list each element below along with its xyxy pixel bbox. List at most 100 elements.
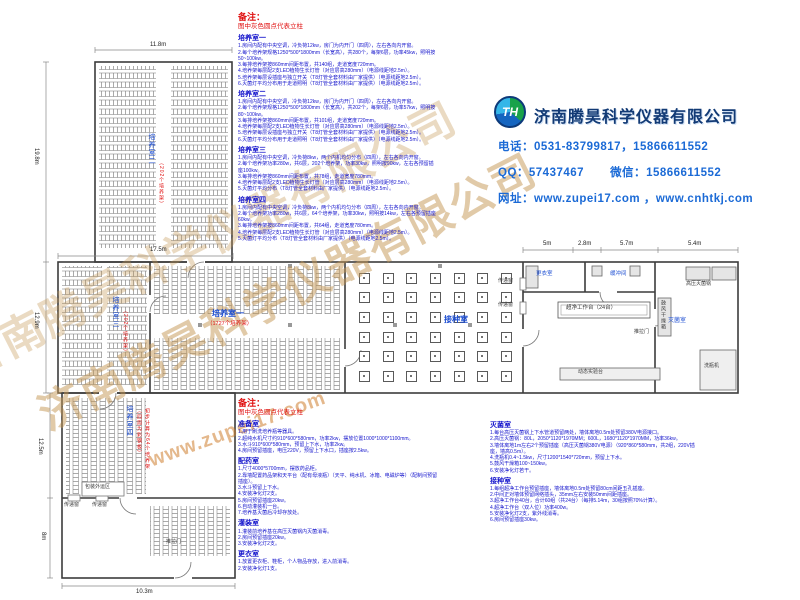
- note-line: 1.灌装前培养基在高压灭菌锅内灭菌消毒。: [238, 528, 333, 535]
- notes-bottom-block: 备注： 图中灰色圆点代表立柱 准备室 1.用于刷洗培养瓶等器具。2.超纯水机尺寸…: [238, 398, 438, 572]
- note-line: 3.安装净化灯2支。: [238, 541, 280, 548]
- dim-bottom-h1: 12.5m: [37, 438, 43, 455]
- company-block: TH 济南腾昊科学仪器有限公司 电话：0531-83799817，1586661…: [494, 90, 794, 210]
- section-lines: 1.放置更衣柜、鞋柜，个人物品存放，进入前消毒。2.安装净化灯1支。: [238, 559, 438, 572]
- dressing-room-label: 更衣室: [536, 271, 553, 277]
- wall-openings: [99, 259, 658, 581]
- inoculation-table: [447, 327, 471, 347]
- inoculation-table: [376, 307, 400, 327]
- note-line: 1.每组超净工作台预留插座，墙体离地0.5m处预留80cm间距五孔插座。: [490, 485, 648, 492]
- section-heading: 培养室二: [238, 91, 266, 99]
- room3-label: 培养室三: [112, 296, 119, 328]
- inoculation-table: [471, 288, 495, 308]
- note-line: 1.房间内配有中央空调，冷负荷12kw，房门为内开门（四周），左右各向内开窗。: [238, 99, 417, 106]
- dim-top-room-width: 11.8m: [150, 42, 167, 48]
- note-line: 1.放置更衣柜、鞋柜，个人物品存放，进入前消毒。: [238, 559, 353, 566]
- note-line: 5.房间预留插座20kw。: [238, 497, 289, 504]
- note-line: 6.灭菌灯平均分布用于走道照明（T8灯管全套材料由厂家提供）（电源线距地2.5m…: [238, 136, 425, 143]
- room2-label: 培养室二: [148, 133, 155, 165]
- website-label: 网址：: [498, 193, 534, 205]
- note-line: 2.超纯水机尺寸约910*600*580mm，功率2kw，摆放位置1000*10…: [238, 435, 414, 442]
- inoculation-table: [352, 307, 376, 327]
- note-line: 2.每个培养架功率280w，共6层，64个培养架，功率30kw，照明按14kw，…: [238, 210, 436, 224]
- inoculation-table: [376, 288, 400, 308]
- note-line: 3.每排培养架按860mm间距布置，共64组，走道宽度780mm。: [238, 223, 377, 230]
- note-line: 1.房间内配有中央空调，冷负荷12kw，房门为内开门（四周），左右各向内开窗。: [238, 43, 417, 50]
- note-line: 3.超净工作台40台，合计60组（共24台）（每排5.14m，30组按照70%计…: [490, 498, 661, 505]
- section-heading: 培养室一: [238, 35, 266, 43]
- inoculation-table: [376, 327, 400, 347]
- note-line: 2.每个培养架功率280w，共6层，202个培养架，功率30kw，照明按90kw…: [238, 161, 434, 174]
- notes-top-block: 备注： 图中灰色圆点代表立柱 培养室一 1.房间内配有中央空调，冷负荷12kw，…: [238, 12, 438, 242]
- note-line: 2.房间预留插座20kw。: [238, 534, 289, 541]
- inoculation-table: [447, 307, 471, 327]
- section-heading: 准备室: [238, 421, 259, 429]
- note-line: 3.每排培养架按860mm间距布置，共78组，走道宽度780mm。: [238, 173, 377, 180]
- note-section-room1: 培养室一 1.房间内配有中央空调，冷负荷12kw，房门为内开门（四周），左右各向…: [238, 34, 438, 87]
- section-lines: 1.房间内配有中央空调，冷负荷8kw，两个内机均匀分布（四周），左右各向内开窗。…: [238, 205, 438, 243]
- note-section-dressing: 更衣室 1.放置更衣柜、鞋柜，个人物品存放，进入前消毒。2.安装净化灯1支。: [238, 550, 438, 572]
- inoculation-table-grid: [352, 268, 518, 386]
- inoculation-table: [399, 327, 423, 347]
- inoculation-table: [352, 288, 376, 308]
- section-heading: 灭菌室: [490, 422, 511, 429]
- phone-numbers: 0531-83799817，15866611552: [534, 141, 709, 153]
- wechat-label: 微信：: [610, 167, 647, 179]
- logo-text: TH: [502, 105, 518, 119]
- inoculation-table: [376, 347, 400, 367]
- inoculation-table: [399, 268, 423, 288]
- inoculation-room-label: 接种室: [444, 315, 468, 324]
- note-line: 6.安装净化灯若干。: [490, 467, 535, 474]
- notes-bottom-subtitle: 图中灰色圆点代表立柱: [238, 408, 303, 416]
- company-name: 济南腾昊科学仪器有限公司: [534, 109, 739, 126]
- section-heading: 培养室四: [238, 196, 266, 204]
- inoculation-table: [423, 327, 447, 347]
- section-lines: 1.房间内配有中央空调，冷负荷12kw，房门为内开门（四周），左右各向内开窗。2…: [238, 99, 438, 143]
- note-line: 3.每排培养架按860mm间距布置，共140组，走道宽度720mm。: [238, 62, 379, 69]
- inoculation-table: [423, 366, 447, 386]
- note-line: 4.洗瓶机0.4~1.5kw，尺寸1200*1540*720mm，预留上下水。: [490, 455, 625, 462]
- wechat-number: 15866611552: [646, 167, 722, 179]
- dimension-lines: [43, 47, 739, 589]
- room4-sublabel-1: （四周为彩钢板）: [136, 408, 142, 456]
- phone-label: 电话：: [498, 141, 534, 153]
- note-line: 2.中间正对墙体预留网络插头，35mm左右安装50mm间距插座。: [490, 492, 632, 499]
- section-lines: 1.用于刷洗培养瓶等器具。2.超纯水机尺寸约910*600*580mm，功率2k…: [238, 429, 438, 454]
- section-lines: 1.每台高压灭菌锅上下水管道预留两处，墙体离地0.5m处预留380V电源接口。2…: [490, 430, 702, 474]
- note-line: 6.房间预留插座30kw。: [490, 517, 541, 524]
- note-line: 2.安装净化灯1支。: [238, 565, 280, 572]
- clean-bench-label: 超净工作台（24台）: [566, 305, 617, 311]
- dim-top-room-height: 19.8m: [33, 148, 39, 165]
- section-heading: 灌装室: [238, 520, 259, 528]
- note-line: 2.每个培养架规格1250*500*1800mm（长宽高），共202个，每架6层…: [238, 105, 436, 118]
- room1-label: 培养室一: [212, 309, 244, 318]
- dry-oven-label: 鼓风干燥箱: [660, 300, 666, 330]
- company-logo-icon: TH: [494, 96, 526, 128]
- inoculation-table: [352, 347, 376, 367]
- note-line: 3.每排培养架按860mm间距布置，共101组，走道宽度720mm。: [238, 117, 379, 124]
- website-line: 网址：www.zupei17.com ，www.cnhtkj.com: [498, 190, 753, 206]
- inoculation-table: [447, 268, 471, 288]
- equipment: [81, 265, 737, 497]
- dim-mid-width: 17.5m: [150, 247, 167, 253]
- note-line: 1.房间内配有中央空调，冷负荷8kw，两个内机均匀分布（四周），左右各向内开窗。: [238, 155, 424, 162]
- note-section-room3: 培养室三 1.房间内配有中央空调，冷负荷8kw，两个内机均匀分布（四周），左右各…: [238, 146, 438, 193]
- note-line: 6.自动灌装机一台。: [238, 503, 283, 510]
- note-line: 7.培养基灭菌后冷却存放处。: [238, 510, 303, 517]
- walls: [57, 61, 739, 579]
- autoclave-label: 高压灭菌锅: [686, 281, 712, 287]
- buffer-room-label: 缓冲间: [610, 271, 627, 277]
- note-line: 5.培养架每层设插座与独立开关（T8灯管全套材料由厂家提供）（电源线距地2.5m…: [238, 130, 425, 137]
- note-line: 3.墙体离地1m左右2个预留插座（高压灭菌锅380V电源）（920*860*58…: [490, 442, 695, 455]
- pass-window-label-3: 传递窗: [64, 502, 80, 508]
- bench-label: 动态实验台: [578, 369, 604, 375]
- sliding-door-label: 推拉门: [634, 329, 650, 335]
- inoculation-table: [447, 288, 471, 308]
- note-line: 1.房间内配有中央空调，冷负荷8kw，两个内机均匀分布（四周），左右各向内开窗。: [238, 204, 424, 211]
- notes-right-block: 灭菌室 1.每台高压灭菌锅上下水管道预留两处，墙体离地0.5m处预留380V电源…: [490, 418, 702, 523]
- note-line: 6.灭菌灯平均分布用于走道照明（T8灯管全套材料由厂家提供）（电源线距地2.5m…: [238, 80, 425, 87]
- rack-areas: [62, 66, 342, 556]
- inoculation-table: [447, 347, 471, 367]
